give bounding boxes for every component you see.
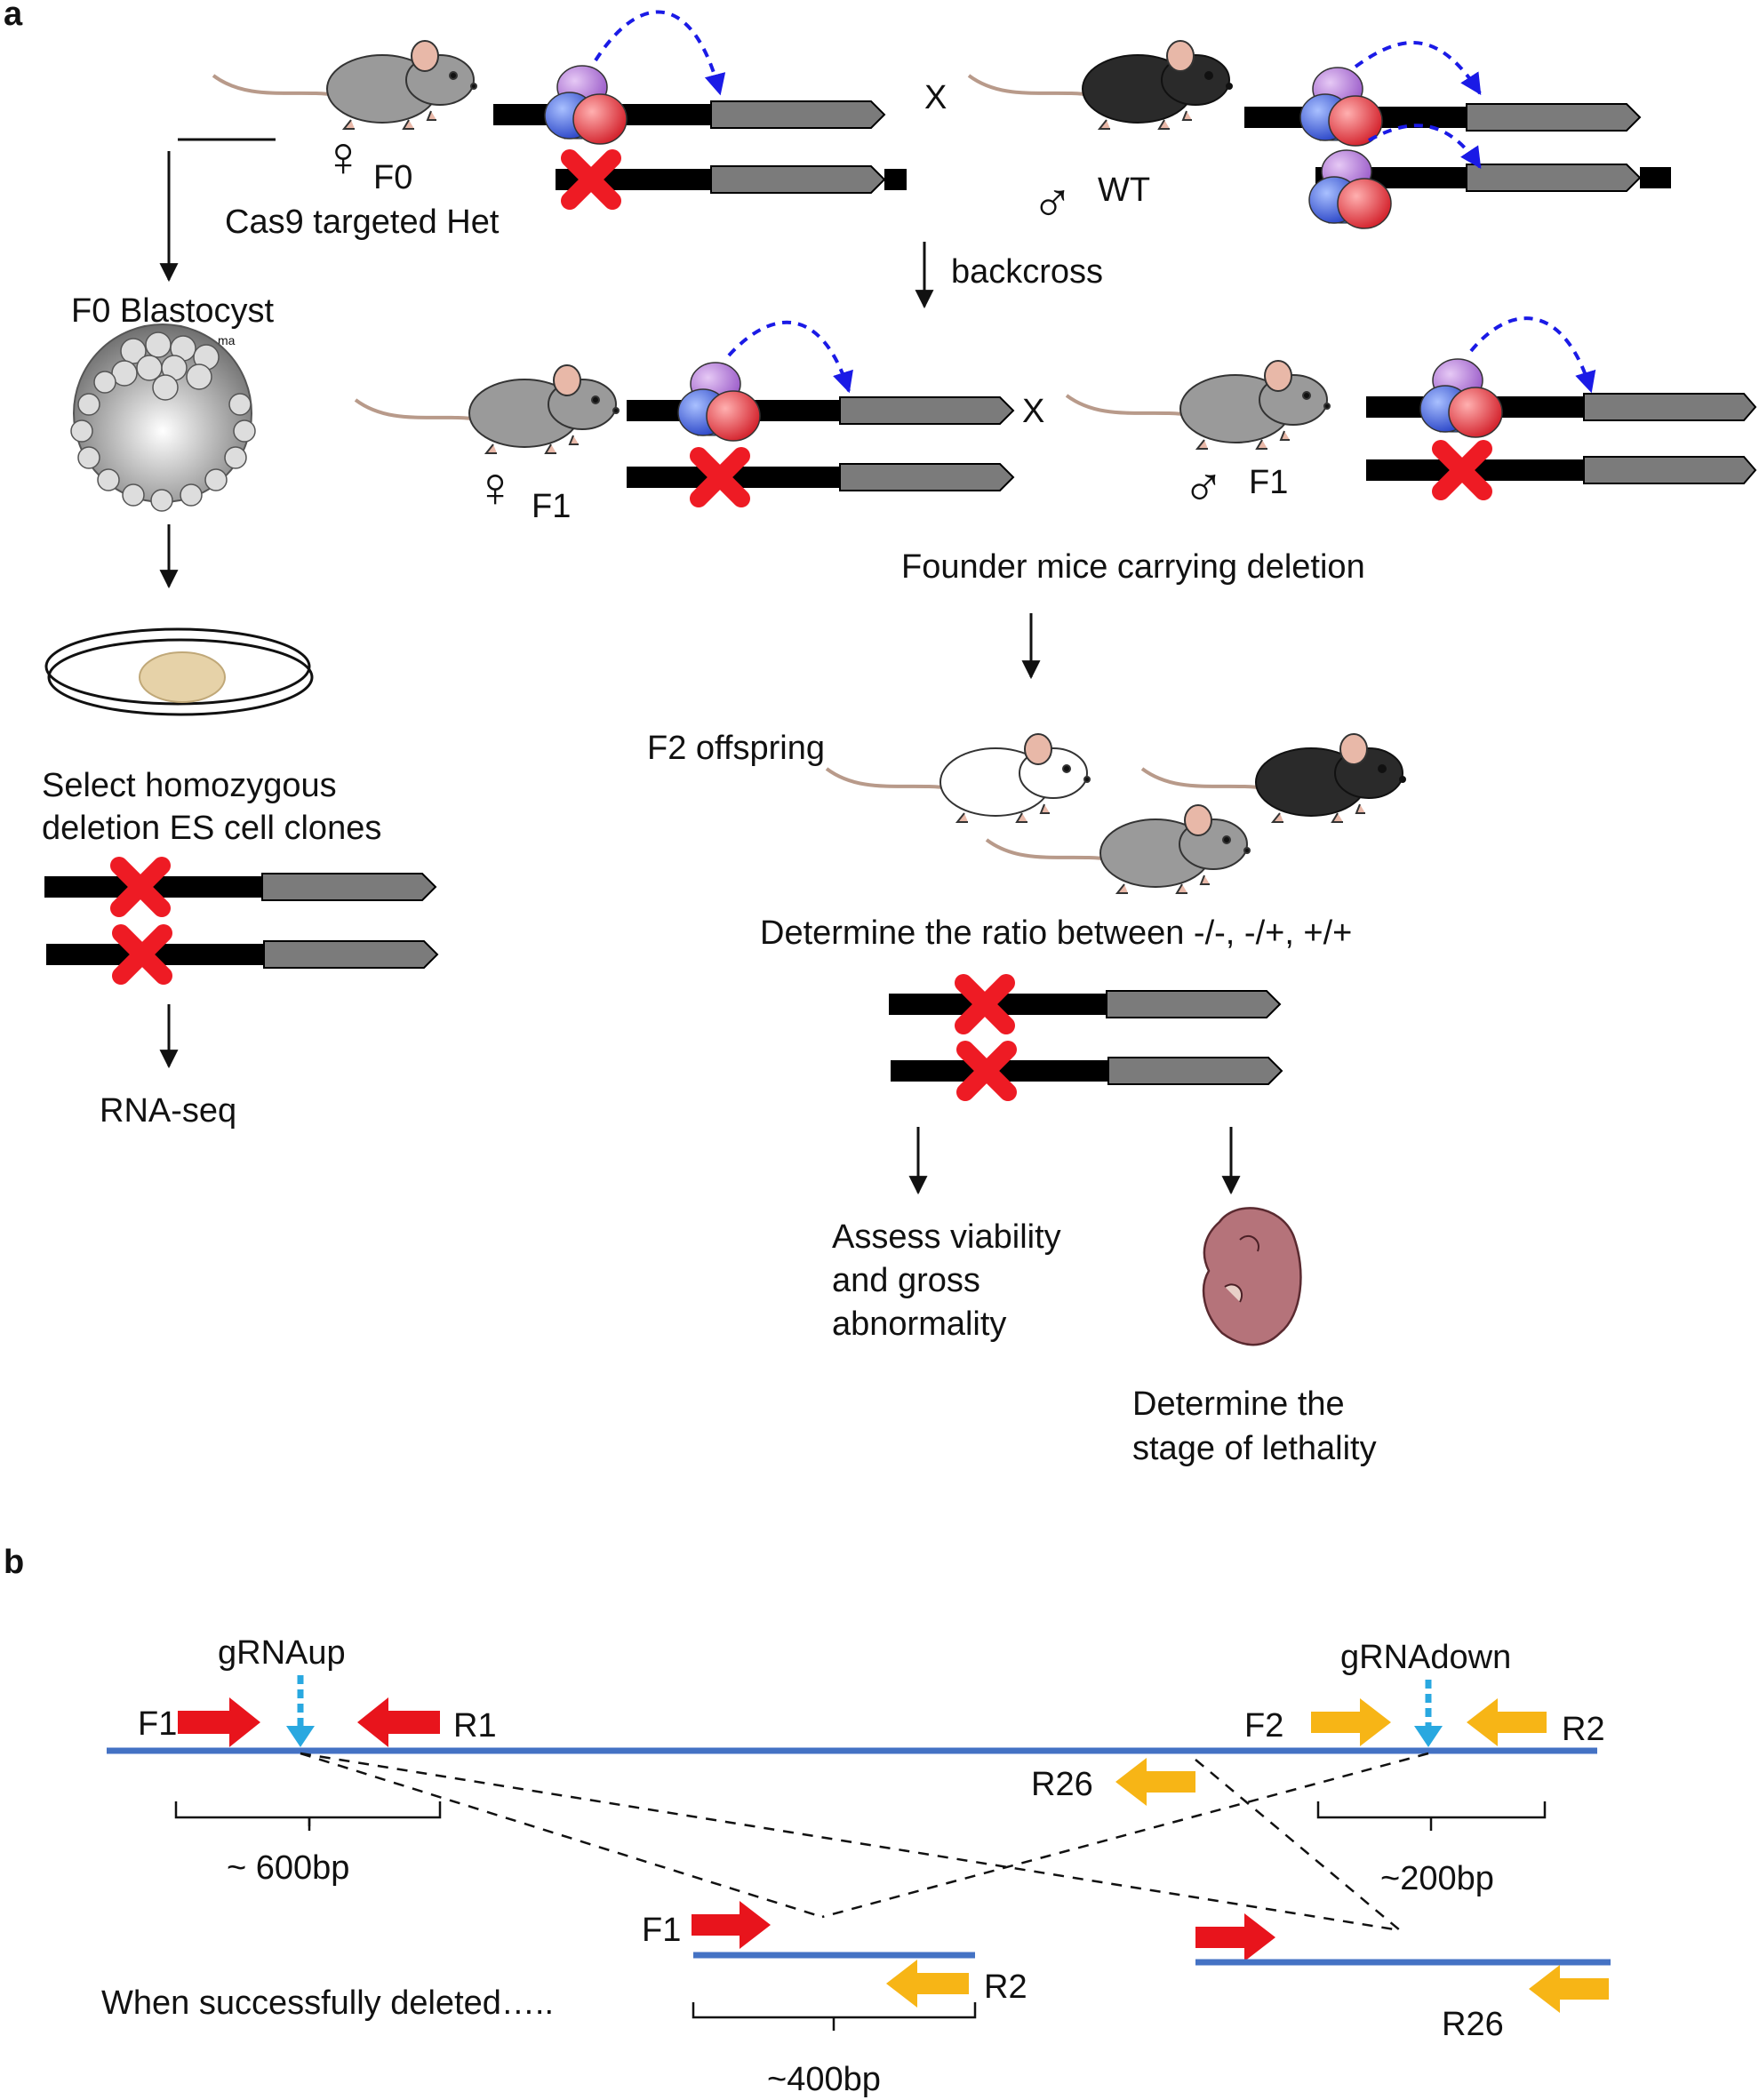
grna-up-marker [286, 1675, 315, 1747]
grna-up-label: gRNAup [218, 1634, 346, 1672]
cross-symbol-1: X [924, 79, 947, 116]
male-symbol-f1: ♂ [1182, 455, 1225, 519]
wt-allele-bottom [1308, 124, 1671, 229]
f2-offspring-label: F2 offspring [647, 730, 825, 767]
f1-primer-arrow [178, 1697, 260, 1747]
r26-bottom-label: R26 [1442, 2006, 1504, 2043]
panel-a-label: a [4, 0, 23, 33]
f1-primer-label: F1 [138, 1705, 177, 1743]
culture-dish [44, 627, 314, 716]
bracket-600 [174, 1801, 442, 1826]
assess-line1: Assess viability [832, 1218, 1061, 1256]
deleted-note: When successfully deleted….. [101, 1984, 554, 2022]
r1-primer-label: R1 [453, 1707, 497, 1745]
f1-female-label: F1 [532, 488, 571, 525]
grna-down-label: gRNAdown [1340, 1639, 1511, 1676]
r2-primer-arrow [1467, 1698, 1547, 1746]
female-symbol-f0: ♀ [322, 124, 364, 188]
mouse-f1-male [1065, 359, 1331, 451]
f1-bottom-arrow [692, 1901, 771, 1949]
f2-primer-arrow [1311, 1698, 1391, 1746]
female-symbol-f1: ♀ [474, 455, 516, 519]
r2-bottom-label: R2 [984, 1968, 1027, 2006]
select-line2: deletion ES cell clones [42, 810, 381, 847]
f0-allele-bottom [556, 158, 907, 201]
mouse-f0-female [212, 39, 478, 131]
grna-down-marker [1414, 1680, 1443, 1747]
cas9-activation-arrow [594, 10, 726, 96]
r26-primer-arrow [1115, 1758, 1195, 1806]
cross-symbol-2: X [1022, 393, 1044, 430]
blastocyst-label: F0 Blastocyst [71, 292, 275, 330]
f1-male-allele-top [1366, 316, 1757, 438]
rnaseq-label: RNA-seq [100, 1092, 236, 1130]
r2-bottom-arrow [886, 1960, 969, 2008]
mouse-f2-grey [985, 803, 1251, 895]
backcross-label: backcross [951, 253, 1103, 291]
stage-line2: stage of lethality [1132, 1430, 1377, 1467]
f1-male-label: F1 [1249, 464, 1288, 501]
mouse-f2-white [825, 732, 1091, 824]
f2-allele-bottom [891, 1050, 1283, 1092]
f1-male-allele-bottom [1366, 449, 1757, 491]
es-allele-bottom [46, 933, 439, 976]
size-400-label: ~400bp [767, 2061, 881, 2098]
ratio-label: Determine the ratio between -/-, -/+, +/… [760, 914, 1352, 952]
assess-line3: abnormality [832, 1306, 1006, 1343]
es-allele-top [44, 866, 437, 908]
f0-allele-top [493, 10, 886, 145]
f1-female-allele-bottom [627, 456, 1015, 499]
panel-b-label: b [4, 1544, 24, 1581]
mouse-wt-male [967, 39, 1234, 131]
r26-bottom-arrow [1529, 1965, 1609, 2013]
assess-line2: and gross [832, 1262, 980, 1299]
tiny-mark: ma [218, 333, 236, 347]
f0-label: F0 [373, 159, 412, 196]
f2-primer-label: F2 [1244, 1707, 1283, 1745]
bracket-200 [1316, 1801, 1547, 1819]
male-symbol-wt: ♂ [1031, 171, 1074, 235]
r1-primer-arrow [357, 1697, 440, 1747]
wt-allele-top [1244, 40, 1642, 147]
blastocyst-image [70, 323, 256, 512]
embryo-image [1202, 1207, 1302, 1346]
f1-female-allele-top [627, 320, 1015, 442]
f2-allele-top [889, 983, 1282, 1026]
r26-primer-label: R26 [1031, 1766, 1093, 1803]
bracket-400 [692, 2002, 977, 2019]
founder-label: Founder mice carrying deletion [901, 548, 1365, 586]
f1-bottom-label: F1 [642, 1912, 681, 1949]
f0-genotype: Cas9 targeted Het [225, 204, 500, 241]
mouse-f2-black [1140, 732, 1407, 824]
size-200-label: ~200bp [1380, 1860, 1494, 1897]
deletion-connectors [300, 1752, 1429, 1932]
wt-label: WT [1098, 172, 1150, 209]
size-600-label: ~ 600bp [227, 1849, 349, 1887]
stage-line1: Determine the [1132, 1385, 1345, 1423]
r2-primer-label: R2 [1562, 1711, 1605, 1748]
f-bottom-right-arrow [1195, 1913, 1275, 1961]
mouse-f1-female [354, 363, 620, 455]
select-line1: Select homozygous [42, 767, 337, 804]
